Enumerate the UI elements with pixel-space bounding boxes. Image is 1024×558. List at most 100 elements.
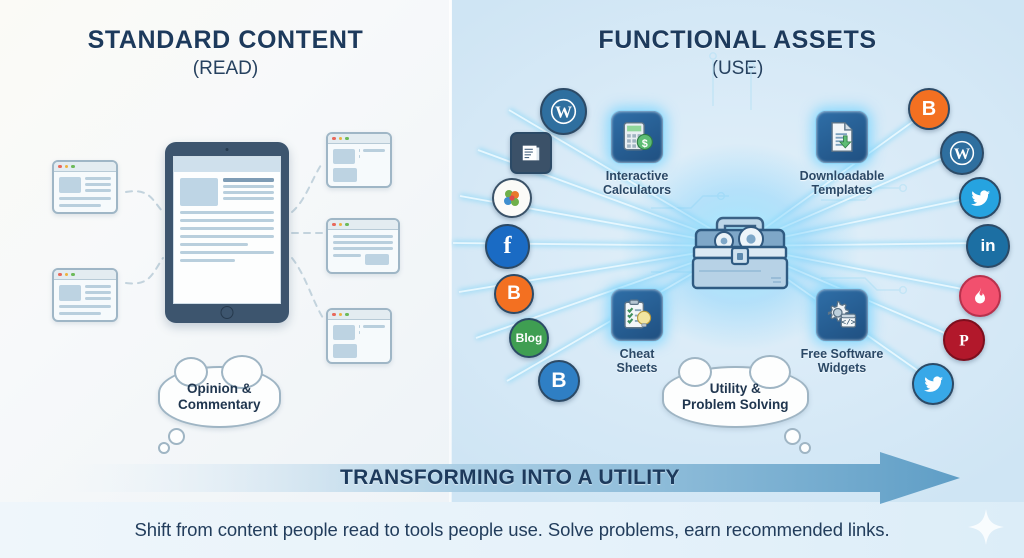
opinion-commentary-bubble: Opinion & Commentary — [158, 355, 281, 454]
browser-titlebar — [328, 310, 390, 320]
toolbox-icon[interactable] — [675, 196, 805, 296]
browser-content — [54, 172, 116, 212]
article-header — [174, 157, 280, 172]
social-icon-blog[interactable]: Blog — [509, 318, 549, 358]
social-icon-facebook[interactable]: f — [485, 224, 530, 269]
social-icon-linkedin[interactable]: in — [966, 224, 1010, 268]
text-lines — [85, 177, 111, 193]
utility-problem-solving-bubble: Utility & Problem Solving — [662, 355, 811, 454]
flower-icon — [504, 190, 519, 206]
minimize-dot-icon — [338, 222, 342, 227]
clipboard-lightbulb-icon — [624, 299, 652, 329]
left-panel-heading: STANDARD CONTENT (READ) — [0, 26, 451, 80]
maximize-dot-icon — [345, 136, 349, 141]
social-icon-wordpress[interactable]: W — [940, 131, 984, 175]
social-icon-flower[interactable] — [492, 178, 532, 218]
browser-card[interactable] — [52, 268, 118, 322]
left-connector-lines — [125, 161, 326, 319]
tablet-device[interactable] — [165, 142, 289, 323]
document-download-icon — [831, 122, 853, 152]
tablet-screen — [173, 156, 281, 304]
social-icon-article[interactable] — [510, 132, 552, 174]
arrow-banner-text-wrap: TRANSFORMING INTO A UTILITY — [0, 452, 1024, 504]
maximize-dot-icon — [71, 272, 75, 277]
sparkle-icon — [968, 509, 1004, 545]
maximize-dot-icon — [345, 222, 349, 227]
svg-text:$: $ — [642, 138, 648, 150]
standard-content-panel: STANDARD CONTENT (READ) — [0, 0, 451, 502]
blogger-icon: B — [921, 97, 937, 120]
minimize-dot-icon — [338, 136, 342, 141]
close-dot-icon — [332, 312, 336, 317]
article-body — [174, 172, 280, 268]
browser-card[interactable] — [326, 218, 400, 274]
social-icon-blogger[interactable]: B — [908, 88, 950, 130]
home-button[interactable] — [220, 306, 234, 319]
thumbnail — [59, 177, 81, 193]
text-lines — [85, 285, 111, 301]
asset-tile — [815, 110, 869, 164]
left-panel-title: STANDARD CONTENT — [87, 26, 364, 54]
panel-divider — [449, 0, 452, 502]
transformation-arrow — [60, 452, 960, 504]
social-icon-tinder[interactable] — [959, 275, 1001, 317]
browser-titlebar — [328, 134, 390, 144]
twitter-icon — [970, 189, 990, 206]
close-dot-icon — [58, 272, 62, 277]
browser-titlebar — [54, 270, 116, 280]
blog-text-icon: Blog — [515, 331, 543, 345]
blogger-blue-icon: B — [551, 369, 567, 392]
close-dot-icon — [58, 164, 62, 169]
browser-card[interactable] — [52, 160, 118, 214]
wordpress-icon: W — [949, 140, 975, 166]
right-panel-heading: FUNCTIONAL ASSETS (USE) — [451, 26, 1024, 80]
bubble-tail-large — [168, 428, 185, 445]
browser-content — [328, 144, 390, 186]
pinterest-icon: P — [959, 333, 969, 350]
wordpress-icon: W — [550, 98, 577, 125]
flame-icon — [975, 287, 985, 304]
social-icon-wordpress[interactable]: W — [540, 88, 587, 135]
social-icon-blogger[interactable]: B — [494, 274, 534, 314]
thumbnail — [333, 168, 357, 182]
svg-text:W: W — [555, 103, 572, 122]
asset-tile: </> — [815, 288, 869, 342]
browser-content — [328, 320, 390, 362]
asset-tile: $ — [610, 110, 664, 164]
linkedin-icon: in — [980, 236, 996, 255]
minimize-dot-icon — [338, 312, 342, 317]
minimize-dot-icon — [64, 272, 68, 277]
close-dot-icon — [332, 136, 336, 141]
asset-tile — [610, 288, 664, 342]
bubble-text: Opinion & Commentary — [178, 381, 261, 412]
browser-card[interactable] — [326, 308, 392, 364]
social-icon-twitter[interactable] — [959, 177, 1001, 219]
thumbnail — [333, 149, 355, 164]
bubble-text: Utility & Problem Solving — [682, 381, 789, 412]
article-icon — [522, 145, 540, 161]
svg-text:W: W — [954, 145, 970, 163]
arrow-banner-text: TRANSFORMING INTO A UTILITY — [340, 466, 680, 489]
maximize-dot-icon — [71, 164, 75, 169]
social-icon-blogger-blue[interactable]: B — [538, 360, 580, 402]
right-panel-title: FUNCTIONAL ASSETS — [598, 26, 877, 54]
gear-code-icon: </> — [827, 300, 857, 328]
thumbnail — [364, 254, 389, 265]
browser-titlebar — [54, 162, 116, 172]
bubble-tail-small — [158, 442, 170, 454]
social-icon-twitter-light[interactable] — [912, 363, 954, 405]
maximize-dot-icon — [345, 312, 349, 317]
article-image — [180, 178, 218, 206]
footer-caption-bar: Shift from content people read to tools … — [0, 502, 1024, 558]
bubble-tail-small — [798, 442, 811, 454]
browser-titlebar — [328, 220, 398, 230]
social-icon-pinterest[interactable]: P — [943, 319, 985, 361]
browser-card[interactable] — [326, 132, 392, 188]
